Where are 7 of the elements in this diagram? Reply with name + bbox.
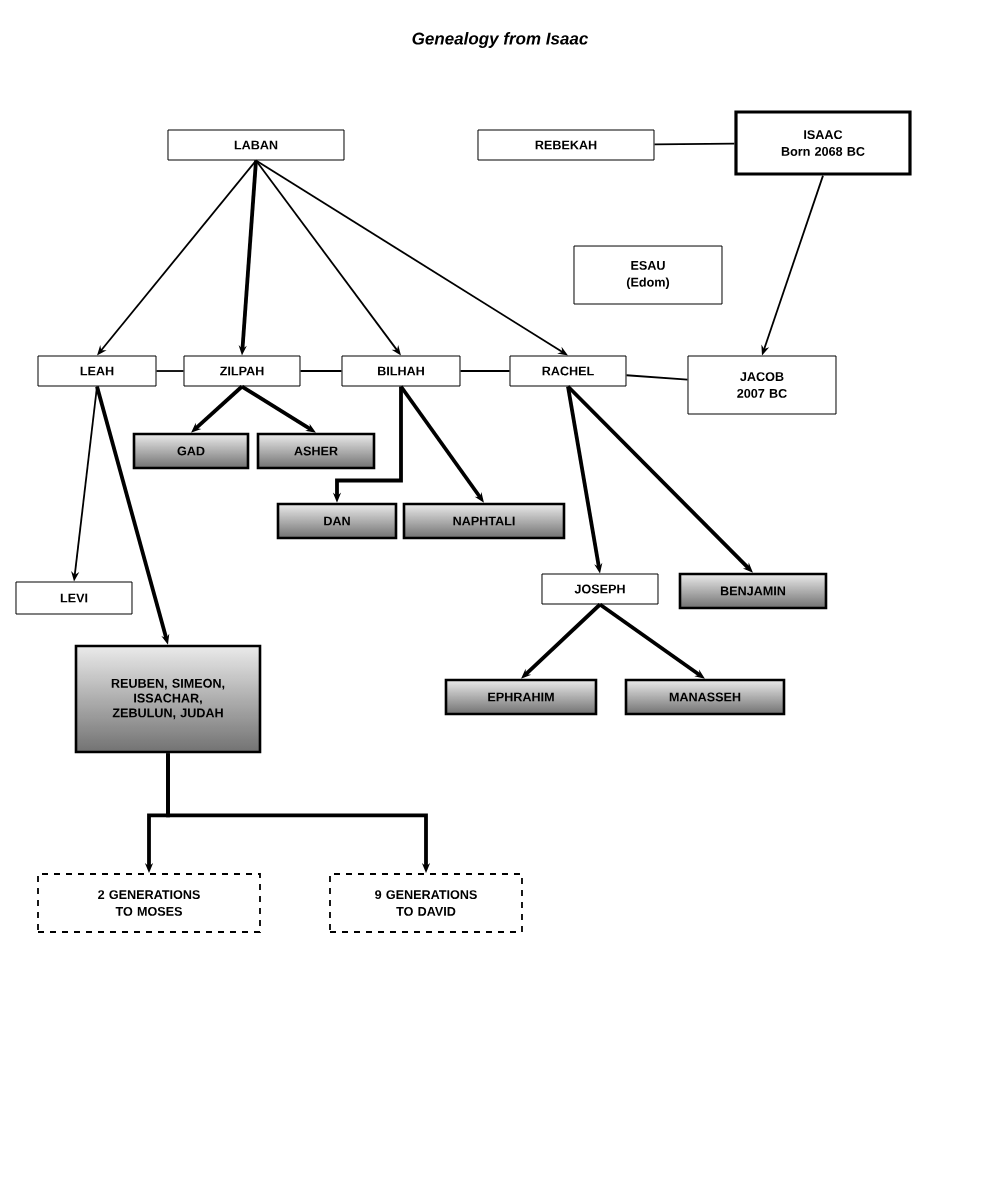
- connector-line: [155, 370, 185, 372]
- connector-line: [459, 370, 511, 372]
- connector-line: [653, 142, 736, 146]
- connector-line: [299, 370, 343, 372]
- arrow: [191, 385, 244, 433]
- connector-line: [625, 374, 689, 381]
- title: Genealogy from Isaac: [412, 32, 589, 48]
